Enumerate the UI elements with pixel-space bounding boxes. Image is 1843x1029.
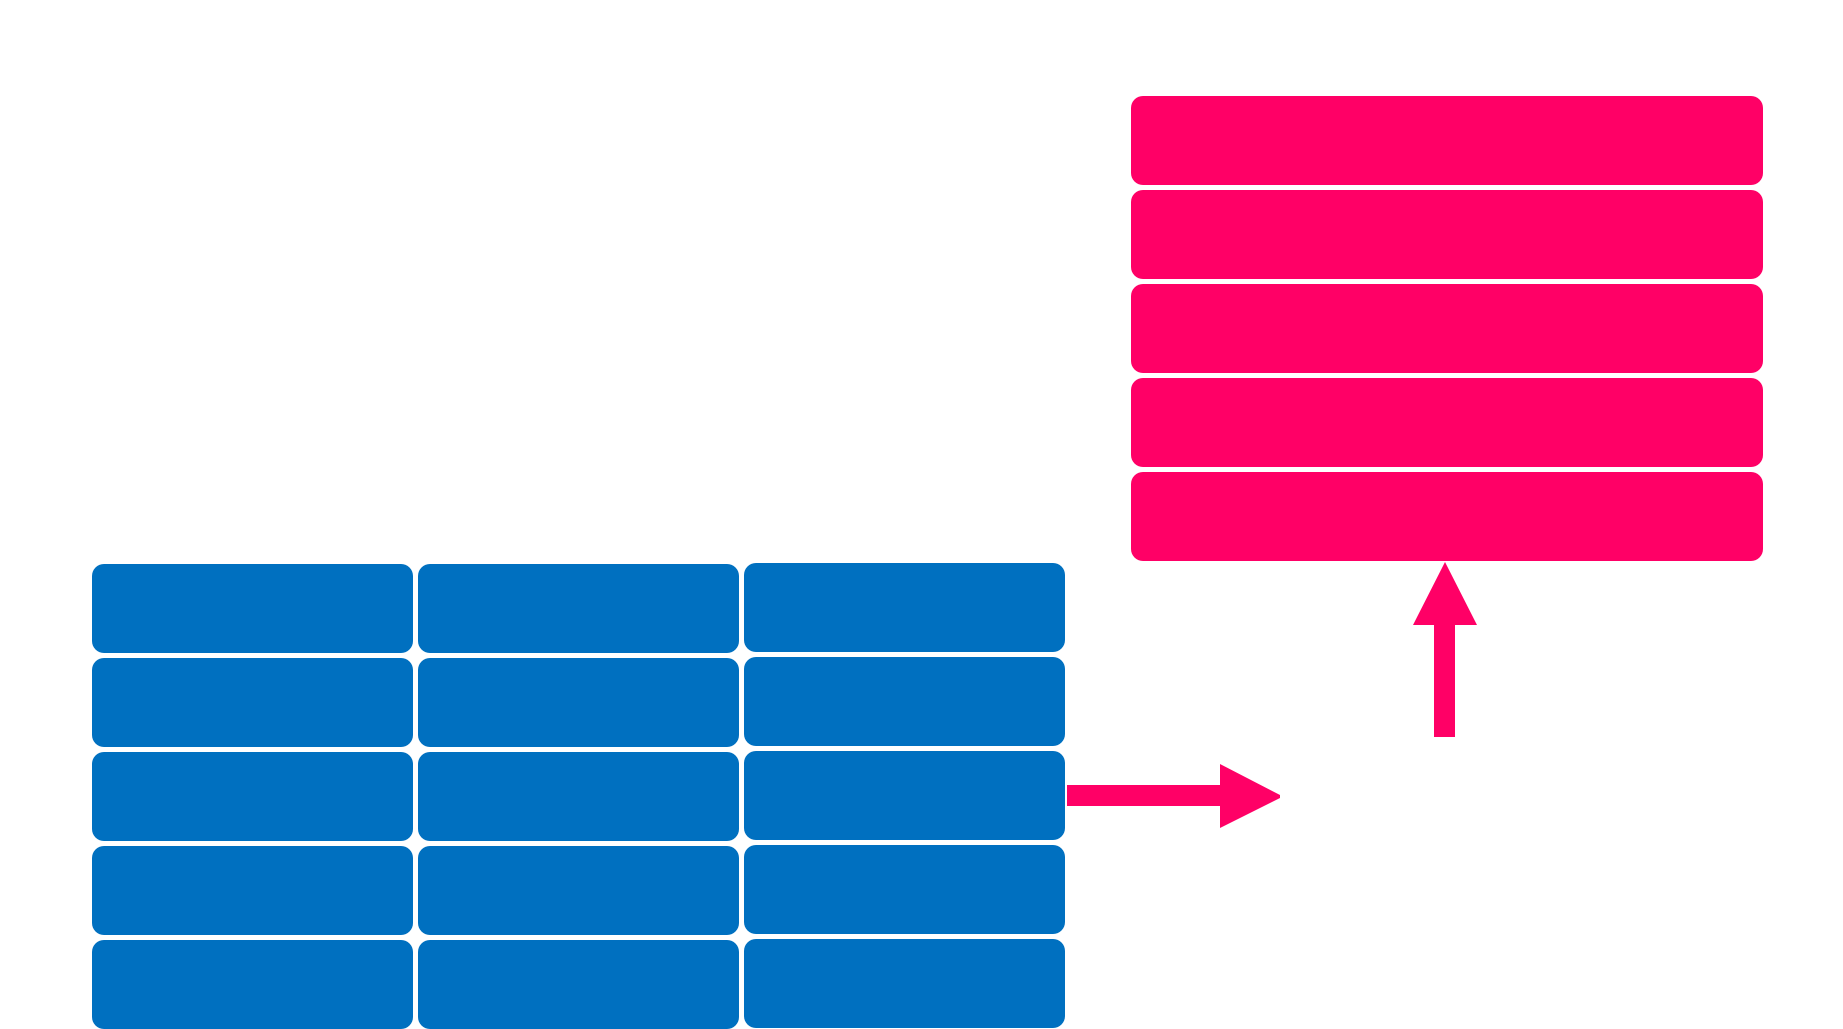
- blue-block: [418, 940, 739, 1029]
- blue-block: [92, 564, 413, 653]
- pink-block: [1131, 284, 1763, 373]
- up-arrow: [1413, 562, 1477, 737]
- pink-block: [1131, 378, 1763, 467]
- blue-block: [418, 564, 739, 653]
- pink-block: [1131, 190, 1763, 279]
- blue-block: [744, 657, 1065, 746]
- blue-block: [744, 939, 1065, 1028]
- blue-block: [744, 563, 1065, 652]
- blue-block: [744, 845, 1065, 934]
- blue-block: [418, 846, 739, 935]
- blue-block: [418, 658, 739, 747]
- blue-block: [92, 658, 413, 747]
- blue-block: [92, 846, 413, 935]
- pink-block: [1131, 472, 1763, 561]
- pink-block: [1131, 96, 1763, 185]
- blue-block: [92, 940, 413, 1029]
- blue-block: [418, 752, 739, 841]
- blue-block: [92, 752, 413, 841]
- blue-block: [744, 751, 1065, 840]
- right-arrow: [1067, 764, 1280, 828]
